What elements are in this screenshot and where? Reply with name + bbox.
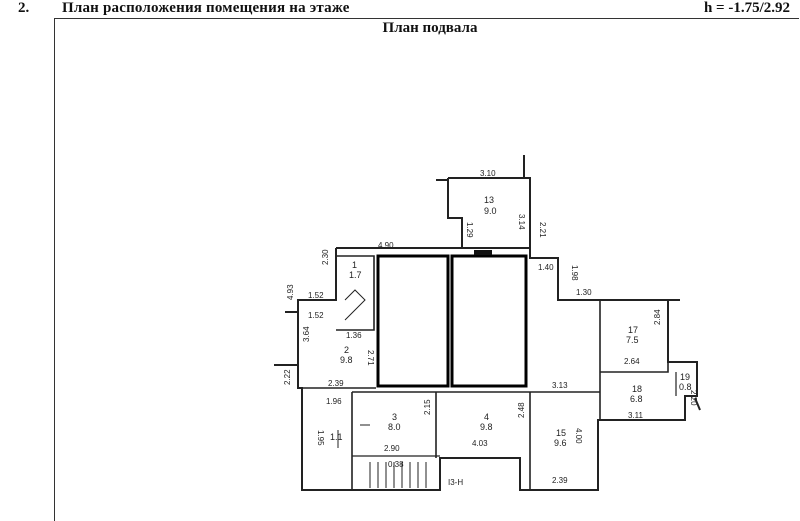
dim-label: 2.84 [653,309,662,325]
room-area-small: 1.1 [330,432,343,442]
stair-hatch [369,462,427,488]
room-area-18: 6.8 [630,394,643,404]
room-area-2: 9.8 [340,355,353,365]
dim-label: 3.13 [552,381,568,390]
dim-label: 4.00 [574,428,583,444]
section-number: 2. [18,0,30,16]
wall-outer-rest [297,248,698,491]
room-number-19: 19 [680,372,690,382]
dim-label: 1.36 [346,331,362,340]
room-area-17: 7.5 [626,335,639,345]
room-number-13: 13 [484,195,494,205]
floor-height: h = -1.75/2.92 [703,0,790,16]
dim-label: 4.90 [378,241,394,250]
wall-room13-left [447,178,463,248]
wall-stub [694,397,701,411]
dim-label: 1.52 [308,291,324,300]
dim-label: 1.30 [576,288,592,297]
room-area-3: 8.0 [388,422,401,432]
stair-symbol [344,289,366,321]
plan-title: План подвала [382,20,478,36]
dim-label: 3.14 [517,214,526,230]
dim-label: 0.38 [388,460,404,469]
dim-label: 2.39 [552,476,568,485]
wall-room13-right [448,177,531,252]
structure-block-right [450,254,528,388]
dim-label: 2.15 [423,399,432,415]
structure-block-left [376,254,450,388]
room-number-4: 4 [484,412,489,422]
dim-label: 3.11 [628,411,644,420]
wall-room1 [336,255,375,331]
dim-label: 3.10 [480,169,496,178]
room-area-15: 9.6 [554,438,567,448]
room-number-18: 18 [632,384,642,394]
room-number-15: 15 [556,428,566,438]
dim-label: 2.30 [321,249,330,265]
dim-label: 1.40 [538,263,554,272]
dim-label: 4.93 [286,284,295,300]
dim-label: 2.39 [328,379,344,388]
room-number-2: 2 [344,345,349,355]
room-area-4: 9.8 [480,422,493,432]
dim-label: 2.21 [538,222,547,238]
dim-label: 1.95 [316,430,325,446]
room-area-13: 9.0 [484,206,497,216]
stair-label: I3-H [448,478,463,487]
dim-label: 2.20 [689,390,698,406]
drawing-frame [54,18,799,521]
beam-mark [474,250,492,255]
dim-label: 2.90 [384,444,400,453]
dim-label: 3.64 [302,326,311,342]
dim-label: 2.22 [283,369,292,385]
dim-label: 2.64 [624,357,640,366]
dim-label: 1.29 [465,222,474,238]
room-area-19: 0.8 [679,382,692,392]
dim-label: 2.71 [366,350,375,366]
dim-label: 1.96 [326,397,342,406]
dim-label: 1.98 [570,265,579,281]
dimension-labels: 3.10 3.14 1.29 2.21 4.90 1.40 1.98 1.30 … [283,169,698,485]
room-labels: 13 9.0 1 1.7 2 9.8 3 8.0 4 9.8 15 9.6 17… [330,195,692,487]
room-number-17: 17 [628,325,638,335]
room-number-1: 1 [352,260,357,270]
dim-label: 2.48 [517,402,526,418]
room-area-1: 1.7 [349,270,362,280]
walls [274,155,701,491]
room-number-3: 3 [392,412,397,422]
dim-label: 1.52 [308,311,324,320]
dim-label: 4.03 [472,439,488,448]
section-title: План расположения помещения на этаже [62,0,350,16]
wall-room17-bottom [600,362,669,373]
